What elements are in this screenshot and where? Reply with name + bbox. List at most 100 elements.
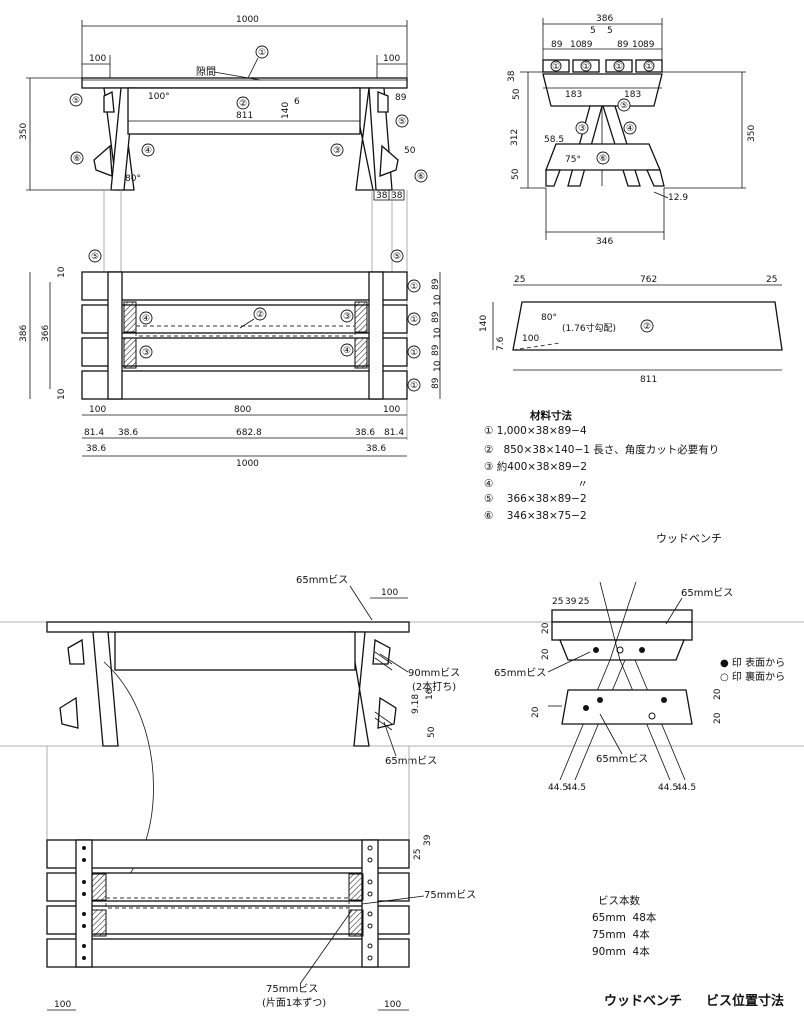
svg-text:③: ③ [578, 124, 586, 134]
svg-text:58.5: 58.5 [544, 135, 564, 145]
label-65mm-top: 65mmビス [296, 574, 348, 586]
svg-text:9.18: 9.18 [411, 694, 421, 714]
svg-text:38.6: 38.6 [366, 444, 386, 454]
title-bottom-sub: ビス位置寸法 [706, 994, 785, 1009]
svg-text:44.5: 44.5 [676, 783, 696, 793]
dim-apron-mid: 140 [281, 102, 291, 119]
title-bottom: ウッドベンチ [604, 994, 683, 1009]
angle-100: 100° [148, 92, 170, 102]
material-row-1: ① 1,000×38×89−4 [484, 425, 587, 437]
angle-80: 80° [125, 174, 141, 184]
svg-text:①: ① [552, 62, 560, 72]
svg-text:80°: 80° [541, 313, 557, 323]
svg-text:②: ② [239, 99, 247, 109]
screw-count-65: 65mm 48本 [592, 912, 657, 924]
svg-text:6: 6 [294, 97, 300, 107]
svg-text:50: 50 [427, 726, 437, 738]
svg-text:39: 39 [423, 834, 433, 846]
svg-text:100: 100 [54, 1000, 71, 1010]
svg-text:811: 811 [640, 375, 657, 385]
svg-text:38: 38 [507, 70, 517, 82]
svg-text:20: 20 [541, 648, 551, 660]
svg-text:10: 10 [433, 294, 443, 306]
svg-text:89: 89 [431, 344, 441, 356]
svg-text:183: 183 [565, 90, 582, 100]
svg-text:25: 25 [552, 597, 563, 607]
svg-text:①: ① [410, 282, 418, 292]
svg-text:12.9: 12.9 [668, 193, 688, 203]
svg-text:50: 50 [511, 168, 521, 180]
svg-text:50: 50 [404, 146, 416, 156]
svg-text:44.5: 44.5 [566, 783, 586, 793]
seat-plank-4 [81, 370, 408, 400]
svg-text:20: 20 [713, 712, 723, 724]
svg-text:89: 89 [551, 40, 563, 50]
svg-text:⑥: ⑥ [417, 172, 425, 182]
svg-text:⑤: ⑤ [393, 252, 401, 262]
svg-text:①: ① [410, 381, 418, 391]
label-65mm-side-left: 65mmビス [494, 667, 546, 679]
svg-text:④: ④ [144, 146, 152, 156]
svg-text:38: 38 [391, 191, 403, 201]
svg-text:⑤: ⑤ [72, 96, 80, 106]
apron-detail: 25 762 25 ② 80° (1.76寸勾配) 100 140 7.6 81… [479, 275, 783, 385]
svg-text:①: ① [410, 315, 418, 325]
svg-text:100: 100 [381, 588, 398, 598]
svg-text:100: 100 [384, 1000, 401, 1010]
svg-text:183: 183 [624, 90, 641, 100]
material-row-2: ② 850×38×140−1 長さ、角度カット必要有り [484, 444, 720, 456]
svg-text:②: ② [643, 322, 651, 332]
svg-text:(1.76寸勾配): (1.76寸勾配) [562, 322, 616, 334]
svg-text:682.8: 682.8 [236, 428, 262, 438]
svg-text:100: 100 [89, 405, 106, 415]
materials-table: 材料寸法 ① 1,000×38×89−4 ② 850×38×140−1 長さ、角… [484, 408, 719, 527]
dim-overhang-left: 100 [89, 54, 106, 64]
material-row-4: ④〃 [484, 478, 588, 490]
svg-text:7.6: 7.6 [496, 336, 506, 351]
svg-text:5: 5 [607, 26, 613, 36]
svg-text:38.6: 38.6 [86, 444, 106, 454]
seat-board [81, 77, 408, 89]
label-65mm-lower: 65mmビス [385, 755, 437, 767]
materials-title: 材料寸法 [530, 410, 572, 422]
svg-text:20: 20 [713, 688, 723, 700]
svg-text:①: ① [615, 62, 623, 72]
svg-text:10: 10 [57, 388, 67, 400]
svg-text:④: ④ [142, 314, 150, 324]
material-row-3: ③ 約400×38×89−2 [484, 461, 588, 473]
svg-text:366: 366 [41, 325, 51, 342]
svg-text:1000: 1000 [236, 459, 259, 469]
legend-front: ● 印 表面から [720, 656, 785, 669]
svg-text:38.6: 38.6 [355, 428, 375, 438]
apron [127, 87, 361, 135]
svg-text:25: 25 [766, 275, 777, 285]
svg-text:(片面1本ずつ): (片面1本ずつ) [262, 996, 326, 1009]
svg-text:25: 25 [514, 275, 525, 285]
svg-text:③: ③ [343, 312, 351, 322]
svg-text:89: 89 [581, 40, 593, 50]
svg-text:89: 89 [431, 377, 441, 389]
svg-text:20: 20 [541, 622, 551, 634]
side-elevation: 386 5 5 89 10 89 89 10 89 ① ① ① ① 183 18… [507, 14, 757, 247]
svg-text:16: 16 [425, 688, 435, 700]
svg-text:④: ④ [343, 346, 351, 356]
svg-text:⑤: ⑤ [620, 101, 628, 111]
label-65mm-side-bottom: 65mmビス [596, 753, 648, 765]
svg-text:89: 89 [395, 93, 407, 103]
svg-text:③: ③ [142, 348, 150, 358]
svg-text:10: 10 [57, 266, 67, 278]
svg-text:①: ① [410, 348, 418, 358]
dim-base-width: 346 [596, 237, 613, 247]
svg-text:⑤: ⑤ [91, 252, 99, 262]
svg-text:386: 386 [19, 325, 29, 342]
svg-text:81.4: 81.4 [84, 428, 104, 438]
dim-height-left: 350 [19, 123, 29, 140]
svg-text:75°: 75° [565, 155, 581, 165]
dim-inner-span: 800 [234, 405, 251, 415]
screw-count-title: ビス本数 [598, 895, 640, 907]
svg-text:38: 38 [376, 191, 388, 201]
svg-text:89: 89 [431, 278, 441, 290]
svg-text:20: 20 [531, 706, 541, 718]
svg-text:89: 89 [643, 40, 655, 50]
